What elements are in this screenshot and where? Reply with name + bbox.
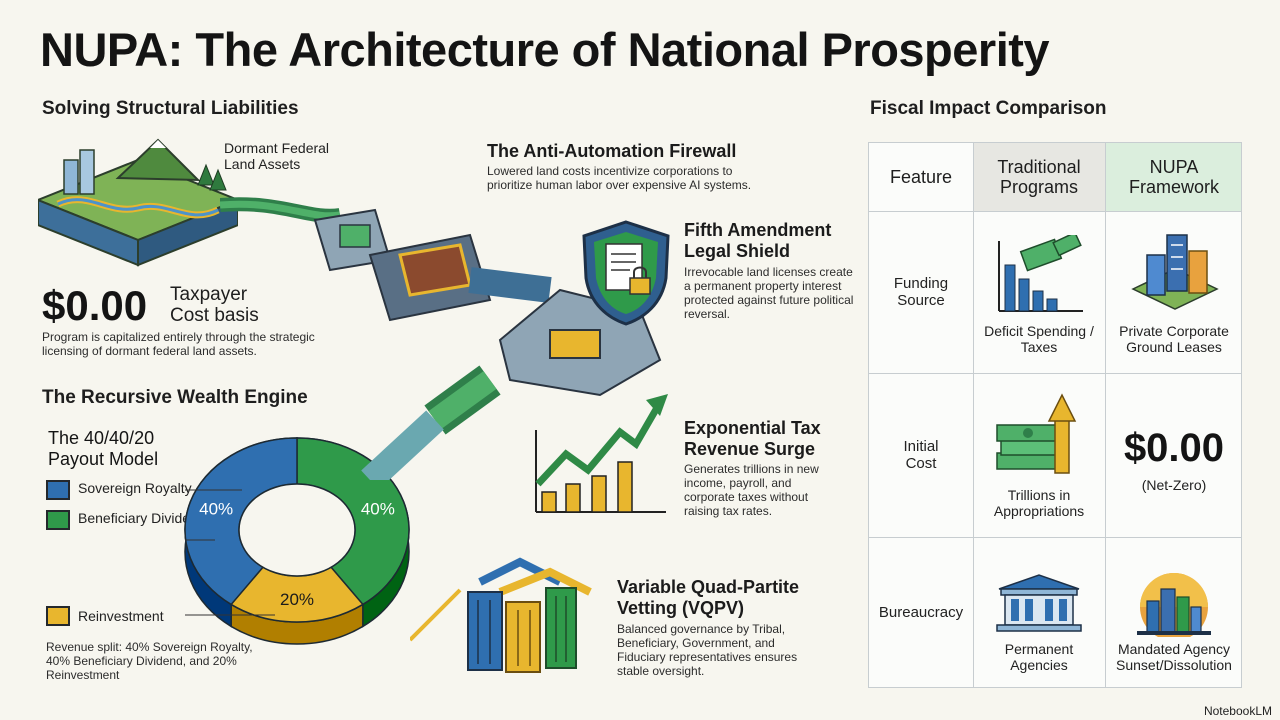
legend-swatch xyxy=(46,480,70,500)
legal-shield-title: Fifth Amendment Legal Shield xyxy=(684,220,832,261)
cost-value: $0.00 xyxy=(42,282,148,329)
cost-description: Program is capitalized entirely through … xyxy=(42,330,315,358)
bureaucracy-traditional: Permanent Agencies xyxy=(1004,641,1074,673)
legend-label: Beneficiary Dividend xyxy=(78,510,206,526)
row-label-text: Initial Cost xyxy=(903,438,939,472)
tax-surge-title: Exponential Tax Revenue Surge xyxy=(684,418,821,459)
tax-surge-description: Generates trillions in new income, payro… xyxy=(684,462,819,518)
funding-nupa: Private Corporate Ground Leases xyxy=(1119,323,1229,355)
firewall-description: Lowered land costs incentivize corporati… xyxy=(487,164,752,192)
page-title: NUPA: The Architecture of National Prosp… xyxy=(40,23,1050,76)
row-label-bureaucracy: Bureaucracy xyxy=(869,537,973,687)
notebooklm-watermark: NotebookLM xyxy=(1203,704,1272,718)
cost-nupa-value: $0.00 xyxy=(1123,425,1225,470)
connector-line xyxy=(410,588,462,642)
fiscal-comparison-table: Feature Traditional Programs NUPA Framew… xyxy=(868,142,1242,688)
cost-nupa-note: (Net-Zero) xyxy=(1141,477,1207,493)
cost-traditional: Trillions in Appropriations xyxy=(993,487,1085,519)
section-title-engine: The Recursive Wealth Engine xyxy=(42,387,308,408)
cost-label: Taxpayer Cost basis xyxy=(170,284,259,326)
funding-traditional: Deficit Spending / Taxes xyxy=(984,323,1094,355)
donut-slice-label: 20% xyxy=(280,590,314,609)
vqpv-title: Variable Quad-Partite Vetting (VQPV) xyxy=(617,577,800,618)
section-title-fiscal: Fiscal Impact Comparison xyxy=(870,98,1107,119)
header-feature: Feature xyxy=(889,167,953,187)
row-label-cost: Initial Cost xyxy=(869,373,973,537)
land-assets-label: Dormant Federal Land Assets xyxy=(224,140,330,172)
money-chart-icon xyxy=(998,235,1083,312)
revenue-growth-chart-icon xyxy=(535,394,668,513)
row-label-funding: Funding Source xyxy=(869,211,973,373)
donut-slice-label: 40% xyxy=(361,500,395,519)
row-label-text: Bureaucracy xyxy=(878,603,964,621)
firewall-title: The Anti-Automation Firewall xyxy=(487,141,737,161)
corporate-buildings-icon xyxy=(1131,234,1219,310)
payout-model-title: The 40/40/20 Payout Model xyxy=(48,428,159,469)
donut-hole xyxy=(238,483,356,577)
sunset-city-icon xyxy=(1137,573,1211,637)
vqpv-description: Balanced governance by Tribal, Beneficia… xyxy=(617,622,798,678)
land-assets-illustration xyxy=(38,138,238,267)
row-label-text: Funding Source xyxy=(893,275,949,309)
shield-lock-icon xyxy=(582,220,670,326)
donut-slice-label: 40% xyxy=(199,500,233,519)
header-nupa: NUPA Framework xyxy=(1128,157,1219,197)
money-stack-arrow-icon xyxy=(996,393,1077,474)
donut-legend: Sovereign Royalty Beneficiary Dividend xyxy=(46,480,206,530)
legend-swatch xyxy=(46,606,70,626)
legend-item-sovereign: Sovereign Royalty xyxy=(46,480,206,500)
legend-item-beneficiary: Beneficiary Dividend xyxy=(46,510,206,530)
governance-pillars-icon xyxy=(467,557,592,673)
legal-shield-description: Irrevocable land licenses create a perma… xyxy=(684,265,854,321)
revenue-split-note: Revenue split: 40% Sovereign Royalty, 40… xyxy=(46,640,253,682)
payout-donut-chart: 40% 20% 40% xyxy=(184,437,410,645)
legend-swatch xyxy=(46,510,70,530)
header-traditional: Traditional Programs xyxy=(997,157,1081,197)
bureaucracy-nupa: Mandated Agency Sunset/Dissolution xyxy=(1116,641,1232,673)
legend-label: Reinvestment xyxy=(78,608,164,624)
legend-label: Sovereign Royalty xyxy=(78,480,192,496)
section-title-liabilities: Solving Structural Liabilities xyxy=(42,98,299,119)
government-building-icon xyxy=(996,574,1082,632)
legend-item-reinvestment: Reinvestment xyxy=(46,606,164,626)
